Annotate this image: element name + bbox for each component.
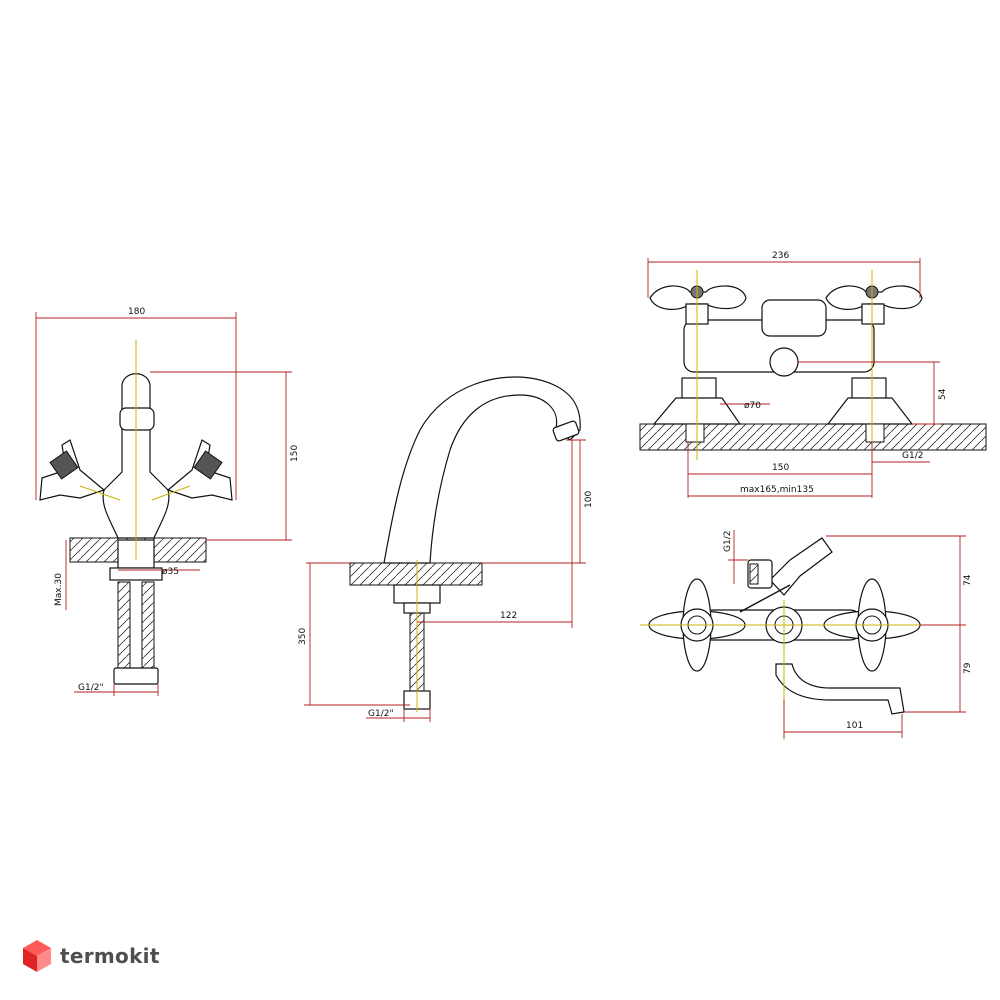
height-dimension: 100 (584, 491, 594, 508)
center-distance-dimension: 150 (772, 463, 789, 473)
brand-watermark: termokit (22, 936, 160, 976)
shower-outlet (769, 537, 833, 596)
bath-mixer-front-view: 236 54 ø70 150 G1/2 max165,min135 (639, 251, 987, 498)
bath-mixer-top-view: G1/2 74 79 101 (640, 530, 973, 740)
width-dimension: 236 (772, 251, 789, 261)
height-dimension: 150 (290, 445, 300, 462)
reach-dimension: 122 (500, 611, 517, 621)
width-dimension: 180 (128, 307, 145, 317)
spout-depth-dimension: 79 (963, 662, 973, 674)
spout-nozzle (119, 407, 155, 431)
basin-mixer-front-view: 180 150 Max.30 ø35 G1/2" (35, 307, 300, 696)
bath-spout (775, 663, 905, 715)
hole-diameter-dimension: ø35 (162, 567, 179, 577)
thread-dimension: G1/2 (723, 531, 733, 552)
height-dimension: 54 (938, 388, 948, 400)
cube-logo-icon (23, 940, 51, 972)
thread-dimension: G1/2" (368, 709, 394, 719)
spout-length-dimension: 101 (846, 721, 863, 731)
countertop-hatch (349, 562, 483, 586)
basin-mixer-side-view: 100 350 122 G1/2" (298, 376, 594, 722)
brand-name: termokit (60, 944, 160, 968)
thread-dimension: G1/2 (902, 451, 923, 461)
max-thickness-dimension: Max.30 (54, 573, 64, 606)
supply-hoses (117, 581, 155, 669)
total-length-dimension: 350 (298, 628, 308, 645)
eccentric-range-dimension: max165,min135 (740, 485, 814, 495)
spout (383, 376, 581, 564)
diverter-knob (761, 299, 827, 337)
depth-dimension: 74 (963, 574, 973, 586)
right-flange (826, 397, 914, 425)
thread-dimension: G1/2" (78, 683, 104, 693)
spout-connector (769, 347, 799, 377)
flange-diameter-dimension: ø70 (744, 401, 761, 411)
